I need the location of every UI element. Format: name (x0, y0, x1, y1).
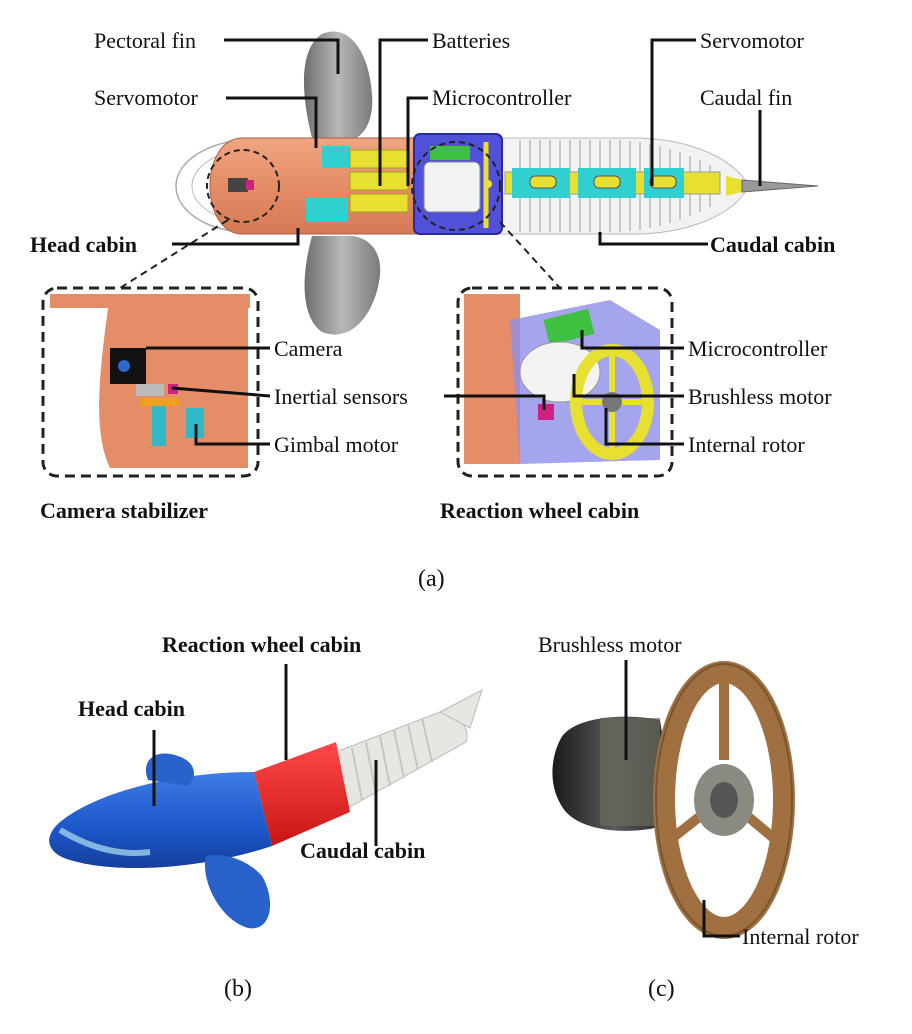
label-servomotor-left: Servomotor (94, 85, 199, 110)
label-batteries: Batteries (432, 28, 510, 53)
pectoral-fin-upper (303, 31, 373, 141)
photo-pectoral-fin-upper (145, 753, 194, 786)
reaction-wheel-cabin-body (413, 133, 503, 235)
label-microcontroller-inset: Microcontroller (688, 336, 828, 361)
label-head-cabin: Head cabin (30, 232, 137, 257)
caption-a: (a) (418, 566, 445, 592)
label-caudal-fin: Caudal fin (700, 85, 792, 110)
inset-title-camera-stabilizer: Camera stabilizer (40, 498, 208, 523)
label-camera: Camera (274, 336, 343, 361)
photo-label-internal-rotor: Internal rotor (742, 924, 859, 949)
inset-reaction-wheel (456, 286, 674, 478)
label-inertial-sensors: Inertial sensors (274, 384, 408, 409)
panel-b: Reaction wheel cabin Head cabin Caudal c… (49, 632, 483, 1002)
pectoral-fin-lower (304, 236, 381, 335)
head-zoom-circle (206, 149, 280, 223)
reaction-zoom-circle (411, 141, 501, 231)
caption-c: (c) (648, 976, 675, 1002)
label-internal-rotor: Internal rotor (688, 432, 805, 457)
label-microcontroller-top: Microcontroller (432, 85, 572, 110)
photo-internal-rotor (653, 661, 795, 939)
photo-label-head-cabin: Head cabin (78, 696, 185, 721)
inset-camera-stabilizer (41, 286, 260, 478)
photo-label-reaction-wheel: Reaction wheel cabin (162, 632, 361, 657)
photo-label-brushless-motor: Brushless motor (538, 632, 682, 657)
panel-a: Pectoral fin Servomotor Batteries Microc… (30, 28, 835, 592)
label-brushless-motor: Brushless motor (688, 384, 832, 409)
photo-label-caudal-cabin: Caudal cabin (300, 838, 425, 863)
panel-c: Brushless motor Internal rotor (c) (538, 632, 859, 1002)
label-servomotor-right: Servomotor (700, 28, 805, 53)
photo-tail-fin (438, 688, 483, 729)
head-cabin-body (209, 137, 421, 235)
photo-pectoral-fin-lower (204, 854, 271, 929)
head-nose-outline (175, 139, 241, 233)
label-caudal-cabin: Caudal cabin (710, 232, 835, 257)
label-gimbal-motor: Gimbal motor (274, 432, 399, 457)
photo-reaction-wheel-band (254, 742, 350, 846)
photo-caudal-section (335, 711, 468, 809)
caudal-fin (741, 179, 819, 193)
caudal-cabin-body (499, 137, 749, 235)
inset-title-reaction-wheel: Reaction wheel cabin (440, 498, 639, 523)
photo-head-section (49, 772, 272, 869)
caption-b: (b) (224, 976, 252, 1002)
label-pectoral-fin: Pectoral fin (94, 28, 196, 53)
